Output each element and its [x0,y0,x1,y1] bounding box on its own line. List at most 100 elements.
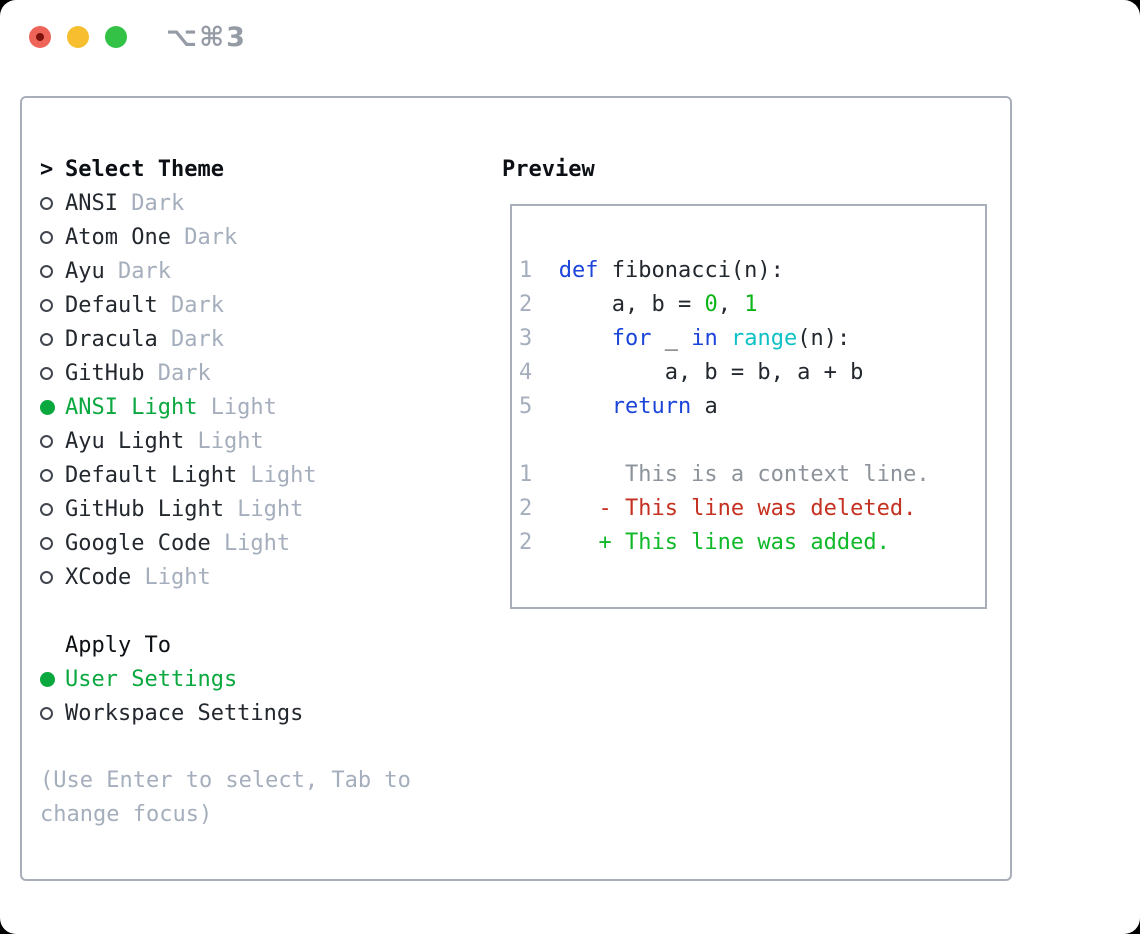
theme-variant: Light [237,496,304,522]
code-token: a [691,393,718,419]
spacer [40,730,500,764]
preview-title: Preview [502,156,595,182]
theme-name: Dracula [65,326,158,352]
radio-unselected-icon [40,706,53,720]
theme-name: Ayu [65,258,105,284]
theme-variant: Dark [170,326,224,352]
code-token: , [717,291,745,317]
code-token: 1 [744,291,758,317]
focus-caret-icon: > [40,156,54,182]
code-token: fibonacci(n): [598,257,784,283]
radio-unselected-icon [40,264,53,278]
radio-unselected-icon [40,434,53,448]
code-token: range [730,325,798,351]
theme-option-atom-one[interactable]: Atom One Dark [40,220,500,254]
theme-option-ansi[interactable]: ANSI Dark [40,186,500,220]
code-line: 2 + This line was added. [519,525,985,559]
code-token: return [611,393,692,419]
theme-variant: Light [144,564,211,590]
theme-option-google-code[interactable]: Google Code Light [40,526,500,560]
theme-option-dracula[interactable]: Dracula Dark [40,322,500,356]
theme-option-default-light[interactable]: Default Light Light [40,458,500,492]
theme-option-xcode[interactable]: XCode Light [40,560,500,594]
radio-unselected-icon [40,332,53,346]
code-token: a, b = [558,291,705,317]
code-token: (n): [797,325,851,351]
theme-variant: Light [197,428,264,454]
code-line [519,423,985,457]
theme-option-github-light[interactable]: GitHub Light Light [40,492,500,526]
usage-hint: (Use Enter to select, Tab to change focu… [40,768,411,827]
line-number: 2 [519,291,533,317]
spacer [40,594,500,628]
theme-option-ayu[interactable]: Ayu Dark [40,254,500,288]
radio-selected-icon [40,399,55,415]
theme-variant: Dark [170,292,224,318]
window-title: ⌥⌘3 [166,22,247,53]
theme-variant: Dark [157,360,211,386]
code-token: a, b = b, a + b [558,359,864,385]
line-number: 1 [519,257,533,283]
apply-to-title: Apply To [65,632,171,658]
close-indicator-dot [36,33,44,41]
radio-unselected-icon [40,196,53,210]
select-theme-header: > Select Theme [40,152,500,186]
apply-option-label: Workspace Settings [65,700,304,726]
code-token: - This line was deleted. [558,495,917,521]
code-line: 4 a, b = b, a + b [519,355,985,389]
code-token: This is a context line. [558,461,930,487]
select-theme-title: Select Theme [65,156,224,182]
radio-unselected-icon [40,536,53,550]
radio-unselected-icon [40,366,53,380]
line-number: 1 [519,461,533,487]
line-number: 5 [519,393,533,419]
apply-option-workspace-settings[interactable]: Workspace Settings [40,696,500,730]
minimize-button[interactable] [67,26,89,48]
code-line: 3 for _ in range(n): [519,321,985,355]
theme-variant: Dark [117,258,171,284]
apply-option-user-settings[interactable]: User Settings [40,662,500,696]
radio-unselected-icon [40,502,53,516]
theme-name: Atom One [65,224,171,250]
theme-name: GitHub Light [65,496,224,522]
code-line: 2 - This line was deleted. [519,491,985,525]
theme-variant: Dark [131,190,185,216]
line-number: 2 [519,495,533,521]
theme-variant: Light [210,394,277,420]
code-token: def [558,257,599,283]
theme-name: Google Code [65,530,211,556]
code-token [559,326,612,351]
radio-unselected-icon [40,468,53,482]
theme-variant: Light [250,462,317,488]
close-button[interactable] [29,26,51,48]
theme-variant: Dark [184,224,238,250]
theme-name: Default [65,292,158,318]
code-token: 0 [704,291,718,317]
code-line: 1 This is a context line. [519,457,985,491]
code-line: 5 return a [519,389,985,423]
theme-name: XCode [65,564,132,590]
code-line: 2 a, b = 0, 1 [519,287,985,321]
zoom-button[interactable] [105,26,127,48]
code-token: + This line was added. [558,529,890,555]
code-token: in [691,325,718,351]
radio-selected-icon [40,671,55,687]
theme-option-default[interactable]: Default Dark [40,288,500,322]
theme-name: Default Light [65,462,238,488]
line-number: 4 [519,359,533,385]
code-line: 1 def fibonacci(n): [519,253,985,287]
theme-variant: Light [223,530,291,556]
theme-name: ANSI [65,190,118,216]
code-token: for [611,325,652,351]
line-number: 3 [519,325,533,351]
apply-to-header: Apply To [40,628,500,662]
titlebar: ⌥⌘3 [0,0,1140,76]
